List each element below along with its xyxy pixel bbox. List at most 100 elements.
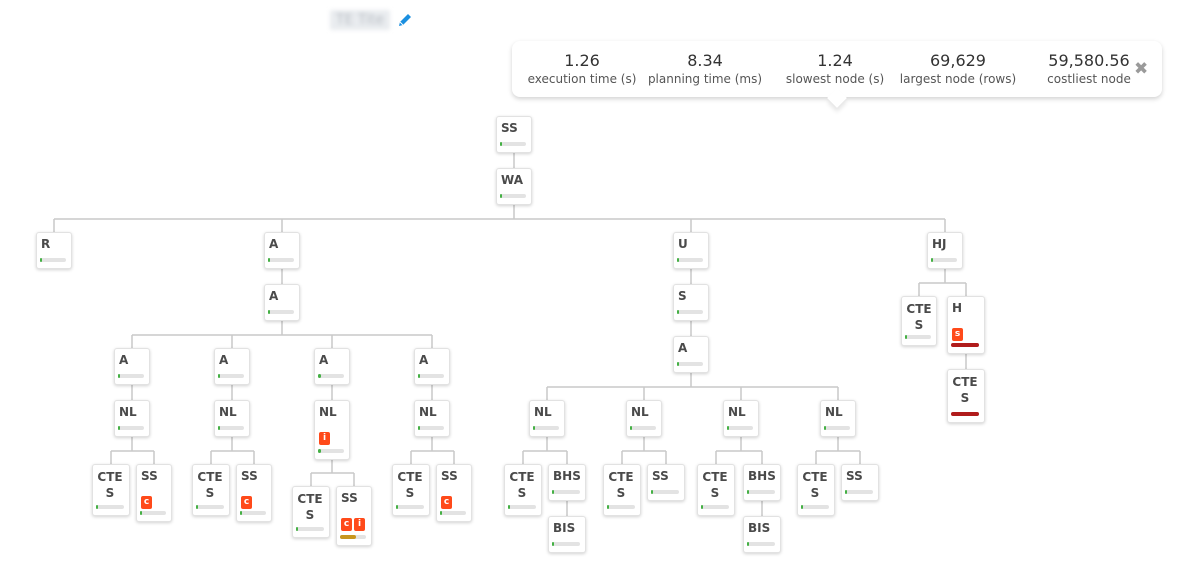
plan-title[interactable]: TE Tite	[330, 10, 390, 30]
duration-bar-fill	[96, 505, 98, 509]
plan-node[interactable]: NL	[414, 400, 450, 437]
plan-node-label: CTE S	[97, 470, 123, 500]
plan-node[interactable]: SS	[647, 464, 685, 501]
plan-node[interactable]: CTE S	[292, 486, 330, 538]
plan-node[interactable]: CTE S	[92, 464, 130, 516]
pencil-icon[interactable]	[397, 12, 413, 28]
duration-bar-fill	[533, 426, 535, 430]
plan-node[interactable]: WA	[496, 168, 532, 205]
plan-node-label: A	[319, 353, 329, 367]
node-tag-badge: c	[241, 496, 252, 509]
plan-node[interactable]: A	[214, 348, 250, 385]
plan-node[interactable]: CTE S	[392, 464, 430, 516]
plan-node-duration-bar	[630, 426, 656, 430]
plan-node-label: A	[219, 353, 229, 367]
duration-bar-fill	[552, 490, 554, 494]
duration-bar-fill	[296, 527, 298, 531]
plan-node[interactable]: CTE S	[797, 464, 835, 516]
plan-node[interactable]: A	[264, 232, 300, 269]
plan-node-duration-bar	[218, 374, 244, 378]
plan-node[interactable]: NL	[529, 400, 565, 437]
plan-node[interactable]: A	[264, 284, 300, 321]
plan-node-label: CTE S	[397, 470, 423, 500]
duration-bar-fill	[340, 535, 356, 539]
plan-node-duration-bar	[747, 490, 775, 494]
duration-bar-fill	[418, 426, 420, 430]
stat-largest-node: 69,629 largest node (rows)	[888, 51, 1028, 87]
close-icon[interactable]: ✖	[1134, 59, 1149, 79]
stat-value: 69,629	[930, 51, 986, 70]
plan-node-tags: c	[441, 489, 454, 509]
plan-node[interactable]: A	[114, 348, 150, 385]
plan-node-duration-bar	[533, 426, 559, 430]
plan-node[interactable]: NL	[723, 400, 759, 437]
duration-bar-fill	[951, 343, 979, 347]
stats-panel: 1.26 execution time (s) 8.34 planning ti…	[512, 41, 1162, 97]
node-tag-badge: c	[441, 496, 452, 509]
plan-node[interactable]: CTE S	[192, 464, 230, 516]
node-tag-badge: i	[319, 432, 330, 445]
plan-node[interactable]: R	[36, 232, 72, 269]
plan-node[interactable]: BHS	[743, 464, 781, 501]
plan-node-duration-bar	[268, 258, 294, 262]
plan-node[interactable]: SS	[496, 116, 532, 153]
plan-node-label: BIS	[553, 521, 576, 535]
plan-node[interactable]: S	[673, 284, 709, 321]
plan-node-label: SS	[846, 469, 863, 483]
duration-bar-fill	[931, 258, 933, 262]
plan-node-duration-bar	[701, 505, 729, 509]
plan-node-label: CTE S	[802, 470, 828, 500]
duration-bar-fill	[801, 505, 803, 509]
plan-node-tags: i	[319, 425, 332, 445]
stat-value: 59,580.56	[1048, 51, 1130, 70]
node-tag-badge: c	[141, 496, 152, 509]
plan-node[interactable]: NL	[114, 400, 150, 437]
plan-node[interactable]: NL i	[314, 400, 350, 460]
duration-bar-fill	[268, 310, 270, 314]
plan-node-label: R	[41, 237, 51, 251]
stat-costliest-node: 59,580.56 costliest node	[1019, 51, 1159, 87]
plan-node[interactable]: SS	[841, 464, 879, 501]
plan-node[interactable]: CTE S	[504, 464, 542, 516]
plan-node[interactable]: CTE S	[947, 369, 985, 423]
plan-node[interactable]: HJ	[927, 232, 963, 269]
plan-node-duration-bar	[340, 535, 366, 539]
plan-node-label: CTE S	[702, 470, 728, 500]
plan-node-label: NL	[825, 405, 843, 419]
plan-node-label: NL	[319, 405, 337, 419]
plan-node[interactable]: CTE S	[603, 464, 641, 516]
plan-node-tags: s	[952, 321, 965, 341]
duration-bar-fill	[500, 194, 502, 198]
duration-bar-fill	[268, 258, 270, 262]
plan-node[interactable]: NL	[626, 400, 662, 437]
plan-node[interactable]: BIS	[743, 516, 781, 553]
plan-node[interactable]: A	[314, 348, 350, 385]
duration-bar-fill	[40, 258, 42, 262]
duration-bar-fill	[845, 490, 847, 494]
plan-node[interactable]: A	[673, 336, 709, 373]
plan-node[interactable]: NL	[820, 400, 856, 437]
duration-bar-fill	[218, 374, 220, 378]
plan-node-duration-bar	[500, 194, 526, 198]
plan-node-label: CTE S	[197, 470, 223, 500]
plan-node-duration-bar	[951, 343, 979, 347]
duration-bar-fill	[630, 426, 632, 430]
plan-node[interactable]: BHS	[548, 464, 586, 501]
plan-node-label: BIS	[748, 521, 771, 535]
plan-node-label: NL	[728, 405, 746, 419]
plan-node[interactable]: A	[414, 348, 450, 385]
plan-node[interactable]: CTE S	[697, 464, 735, 516]
plan-node[interactable]: NL	[214, 400, 250, 437]
duration-bar-fill	[118, 426, 120, 430]
duration-bar-fill	[905, 335, 907, 339]
plan-node[interactable]: CTE S	[901, 296, 937, 346]
plan-node[interactable]: U	[673, 232, 709, 269]
plan-node-duration-bar	[905, 335, 931, 339]
plan-node[interactable]: BIS	[548, 516, 586, 553]
plan-node-duration-bar	[140, 511, 166, 515]
